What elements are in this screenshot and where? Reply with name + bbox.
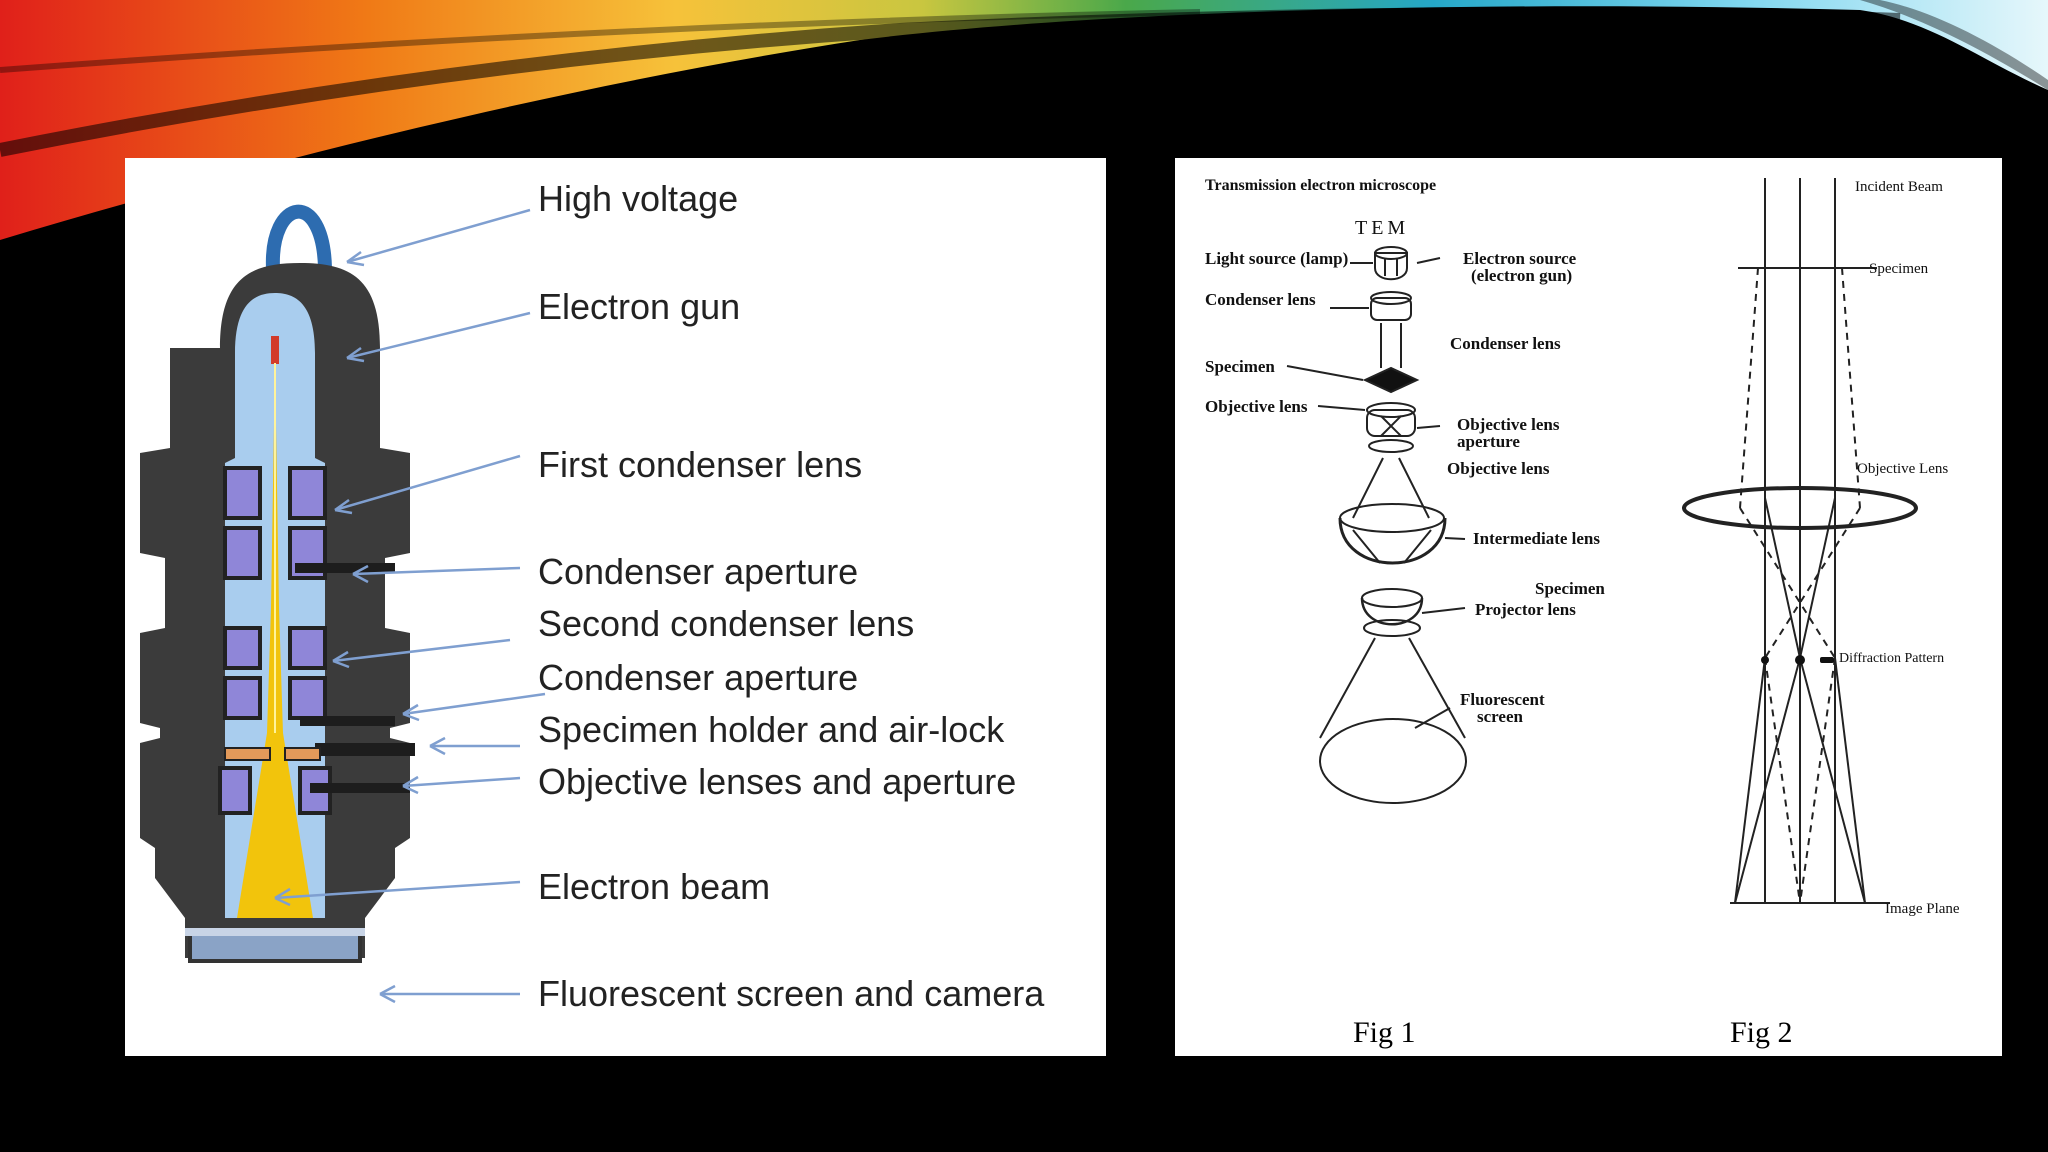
tem-schematic-panel: Transmission electron microscope TEM Lig… [1175,158,2002,1056]
tem-column-diagram-panel: High voltage Electron gun First condense… [125,158,1106,1056]
fig1-drawing [1286,246,1467,804]
tem-column-illustration [140,204,546,1004]
label-second-condenser-lens: Second condenser lens [538,603,915,644]
label-objective-lens-aperture-1: Objective lens [1457,415,1560,434]
label-specimen-left: Specimen [1205,357,1275,376]
label-condenser-aperture-1: Condenser aperture [538,551,859,592]
label-objective-lens-left: Objective lens [1205,397,1308,416]
label-objective-lens-right: Objective lens [1447,459,1550,478]
fig1-caption: Fig 1 [1353,1016,1416,1049]
fluorescent-screen-base [188,931,362,963]
label-light-source: Light source (lamp) [1205,249,1349,268]
label-incident-beam: Incident Beam [1855,179,1943,195]
pointer-arrows [274,208,546,1004]
tem-schematic-drawings [1286,178,1918,904]
objective-aperture-rod [310,783,410,793]
label-projector-lens: Projector lens [1475,600,1576,619]
label-condenser-aperture-2: Condenser aperture [538,657,859,698]
label-first-condenser-lens: First condenser lens [538,444,863,485]
label-fluorescent-screen: Fluorescent screen and camera [538,973,1045,1014]
high-voltage-cable [265,204,332,275]
label-electron-beam: Electron beam [538,866,771,907]
fig1-subtitle: TEM [1355,217,1410,239]
label-specimen-right: Specimen [1535,579,1605,598]
label-screen: screen [1477,707,1523,726]
label-objective-lens-fig2: Objective Lens [1857,461,1949,477]
rainbow-swoosh-decoration [0,0,2048,240]
first-condenser-lens-coil-right [288,466,327,520]
label-fluorescent: Fluorescent [1460,690,1545,709]
label-high-voltage: High voltage [538,178,739,219]
label-condenser-lens-right: Condenser lens [1450,334,1561,353]
first-condenser-lens-coil-left [223,466,262,520]
fig1-title: Transmission electron microscope [1205,177,1437,194]
label-intermediate-lens: Intermediate lens [1473,529,1601,548]
fig2-caption: Fig 2 [1730,1016,1793,1049]
label-specimen-fig2: Specimen [1869,261,1929,277]
label-image-plane: Image Plane [1885,901,1960,917]
label-electron-source: Electron source [1463,249,1577,268]
label-condenser-lens-left: Condenser lens [1205,290,1316,309]
label-specimen-holder: Specimen holder and air-lock [538,709,1005,750]
label-diffraction-pattern: Diffraction Pattern [1839,651,1945,666]
label-objective-lenses: Objective lenses and aperture [538,761,1017,802]
condenser-aperture-rod-1 [295,563,395,573]
label-electron-gun: Electron gun [538,286,741,327]
specimen-holder-rod [315,743,415,756]
label-electron-gun-fig1: (electron gun) [1471,266,1573,285]
label-objective-lens-aperture-2: aperture [1457,432,1520,451]
fig2-ray-diagram [1682,178,1918,904]
